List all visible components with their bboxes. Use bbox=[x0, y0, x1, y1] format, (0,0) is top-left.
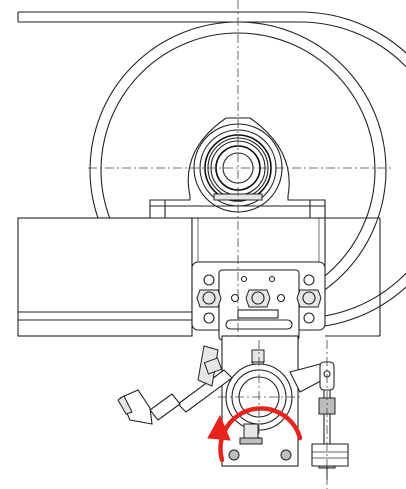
spray-nozzle-arm bbox=[117, 345, 233, 425]
center-lines bbox=[88, 0, 392, 489]
mounting-plate bbox=[191, 261, 326, 341]
support-column bbox=[191, 217, 326, 269]
hex-bolt-left bbox=[196, 289, 222, 308]
frame-beam bbox=[17, 217, 381, 337]
belt-line bbox=[17, 11, 300, 23]
rotation-arrow bbox=[207, 406, 303, 463]
hex-bolt-center bbox=[245, 289, 271, 308]
hex-bolt-right bbox=[296, 289, 322, 308]
rotation-arrow-head bbox=[207, 414, 231, 441]
